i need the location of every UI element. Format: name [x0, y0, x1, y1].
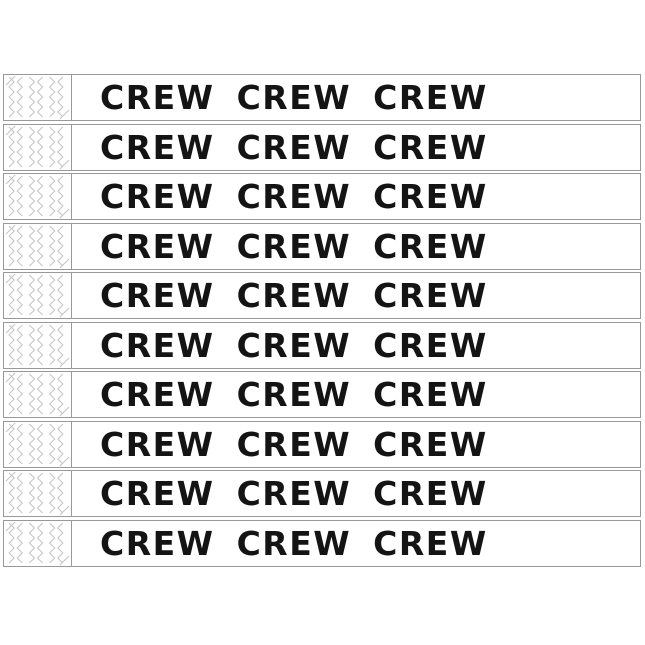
zigzag-pattern-icon	[5, 322, 70, 368]
crew-text: CREW	[236, 325, 352, 365]
wristband-label-area: CREW CREW CREW	[72, 323, 640, 368]
zigzag-pattern-icon	[5, 124, 70, 170]
wristband-stub	[4, 223, 72, 269]
crew-text: CREW	[100, 226, 215, 266]
wristband-label-area: CREW CREW CREW	[72, 273, 640, 318]
zigzag-pattern-icon	[5, 471, 70, 516]
zigzag-pattern-icon	[5, 520, 70, 566]
crew-text: CREW	[236, 523, 352, 563]
zigzag-pattern-icon	[5, 372, 70, 417]
wristband-label-area: CREW CREW CREW	[72, 372, 640, 417]
wristband-label-area: CREW CREW CREW	[72, 75, 640, 120]
crew-text: CREW	[236, 226, 352, 266]
crew-text: CREW	[373, 127, 488, 167]
crew-text: CREW	[100, 276, 215, 315]
crew-text: CREW	[236, 276, 352, 315]
crew-text: CREW	[100, 78, 215, 117]
crew-text: CREW	[100, 127, 215, 167]
crew-text: CREW	[373, 226, 488, 266]
wristband-row: CREW CREW CREW	[3, 173, 641, 220]
wristband-row: CREW CREW CREW	[3, 272, 641, 319]
wristband-label-area: CREW CREW CREW	[72, 125, 640, 170]
wristband-row: CREW CREW CREW	[3, 123, 641, 171]
crew-text: CREW	[100, 325, 215, 365]
crew-text: CREW	[100, 424, 215, 464]
crew-text: CREW	[236, 127, 352, 167]
wristband-stub	[4, 520, 72, 566]
crew-text: CREW	[373, 325, 488, 365]
crew-text: CREW	[236, 177, 352, 216]
wristband-row: CREW CREW CREW	[3, 222, 641, 270]
crew-text: CREW	[373, 276, 488, 315]
wristband-stub	[4, 471, 72, 516]
zigzag-pattern-icon	[5, 273, 70, 318]
crew-text: CREW	[373, 78, 488, 117]
wristband-stub	[4, 273, 72, 318]
wristband-label-area: CREW CREW CREW	[72, 224, 640, 269]
zigzag-pattern-icon	[5, 223, 70, 269]
crew-text: CREW	[236, 375, 352, 414]
wristband-label-area: CREW CREW CREW	[72, 471, 640, 516]
crew-text: CREW	[373, 474, 488, 513]
wristband-stub	[4, 421, 72, 467]
wristband-label-area: CREW CREW CREW	[72, 422, 640, 467]
crew-text: CREW	[373, 375, 488, 414]
zigzag-pattern-icon	[5, 75, 70, 120]
wristband-row: CREW CREW CREW	[3, 321, 641, 369]
crew-text: CREW	[373, 523, 488, 563]
crew-text: CREW	[100, 474, 215, 513]
wristband-stub	[4, 124, 72, 170]
wristband-row: CREW CREW CREW	[3, 371, 641, 418]
crew-text: CREW	[236, 474, 352, 513]
crew-text: CREW	[373, 424, 488, 464]
wristband-row: CREW CREW CREW	[3, 74, 641, 121]
crew-text: CREW	[236, 424, 352, 464]
zigzag-pattern-icon	[5, 421, 70, 467]
wristband-stub	[4, 75, 72, 120]
wristband-sheet: CREW CREW CREW CREW CREW CREW CREW CREW	[3, 74, 641, 569]
crew-text: CREW	[373, 177, 488, 216]
wristband-label-area: CREW CREW CREW	[72, 521, 640, 566]
crew-text: CREW	[100, 523, 215, 563]
crew-text: CREW	[100, 177, 215, 216]
wristband-stub	[4, 372, 72, 417]
wristband-label-area: CREW CREW CREW	[72, 174, 640, 219]
wristband-stub	[4, 322, 72, 368]
wristband-row: CREW CREW CREW	[3, 420, 641, 468]
wristband-stub	[4, 174, 72, 219]
wristband-row: CREW CREW CREW	[3, 519, 641, 567]
wristband-row: CREW CREW CREW	[3, 470, 641, 517]
zigzag-pattern-icon	[5, 174, 70, 219]
crew-text: CREW	[100, 375, 215, 414]
crew-text: CREW	[236, 78, 352, 117]
